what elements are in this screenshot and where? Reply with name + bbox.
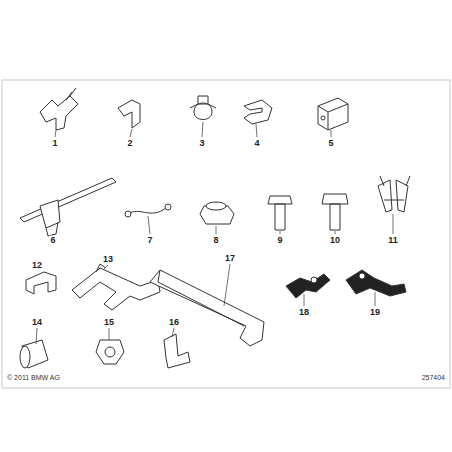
connector-block (318, 98, 348, 130)
callout-number: 4 (253, 139, 260, 148)
holder-clip (378, 176, 410, 212)
callout-number: 2 (126, 139, 133, 148)
angle-bracket (118, 100, 140, 128)
ground-strap (128, 208, 166, 214)
callout-number: 7 (146, 236, 153, 245)
c-clip (244, 100, 272, 124)
grommet-part (96, 340, 124, 364)
bolt-part (322, 194, 348, 230)
callout-number: 11 (387, 236, 399, 245)
rail-bracket (150, 270, 264, 346)
long-bracket (72, 268, 160, 310)
leader-lines (36, 122, 393, 344)
dark-bracket (346, 270, 406, 296)
callout-number: 1 (51, 139, 58, 148)
callout-number: 3 (198, 139, 205, 148)
callout-number: 18 (298, 308, 310, 317)
bolt-part (268, 196, 292, 230)
callout-number: 13 (102, 255, 114, 264)
callout-number: 9 (276, 236, 283, 245)
callout-number: 17 (224, 254, 236, 263)
copyright-note: © 2011 BMW AG (6, 374, 61, 381)
image-number: 257404 (421, 374, 446, 381)
bracket-part (40, 96, 78, 130)
callout-number: 16 (168, 318, 180, 327)
callout-number: 5 (327, 139, 334, 148)
tie-holder (40, 200, 60, 236)
small-bracket (164, 334, 190, 368)
callout-number: 12 (31, 261, 43, 270)
frame (2, 80, 450, 388)
callout-number: 19 (369, 308, 381, 317)
callout-number: 15 (103, 318, 115, 327)
small-bracket (26, 272, 56, 294)
callout-number: 8 (212, 236, 219, 245)
cable-tie (20, 178, 116, 222)
clip-part (190, 96, 216, 120)
dark-bracket (286, 274, 330, 298)
callout-number: 14 (31, 318, 43, 327)
callout-number: 10 (329, 236, 341, 245)
callout-number: 6 (49, 236, 56, 245)
